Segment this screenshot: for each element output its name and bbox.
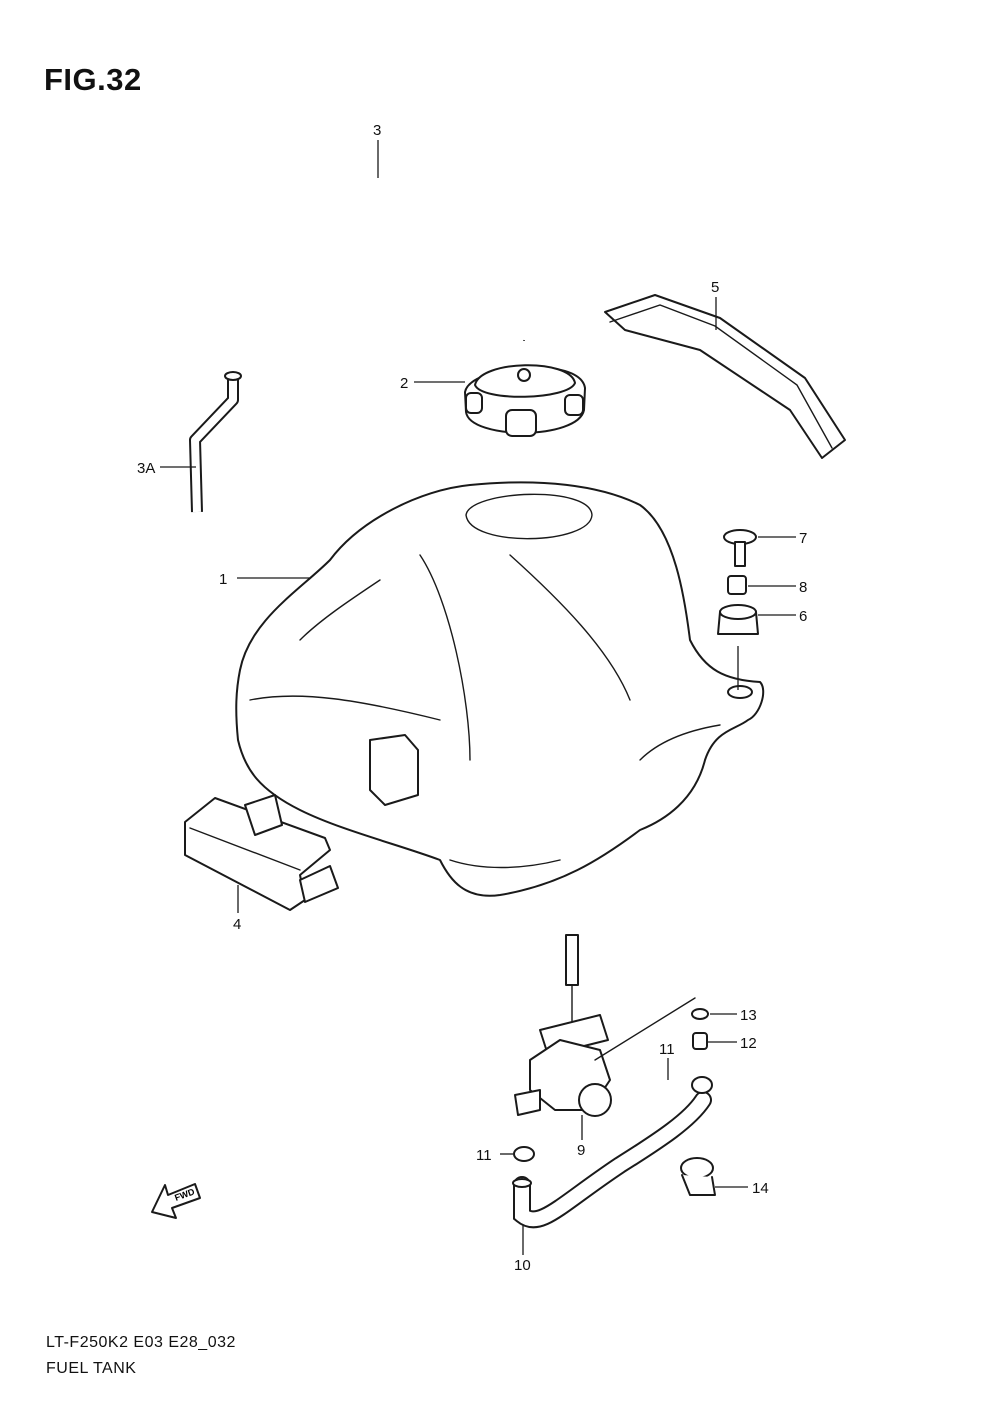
tank-bracket [184,794,339,911]
valve-bolt [692,1032,708,1050]
callout-2: 2 [400,375,408,392]
fuel-hose [512,1091,712,1229]
valve-washer [691,1008,709,1020]
callout-7: 7 [799,530,807,547]
callout-9: 9 [577,1142,585,1159]
callout-10: 10 [514,1257,531,1274]
callout-5: 5 [711,279,719,296]
model-code: LT-F250K2 E03 E28_032 [46,1334,236,1351]
callout-3a: 3A [137,460,155,477]
callout-numbers: 3 2 3A 1 5 7 8 6 4 9 10 11 11 12 13 14 [137,122,807,1274]
callout-8: 8 [799,579,807,596]
fuel-tank [235,481,765,897]
mounting-bolt [723,529,757,567]
forward-arrow-icon: FWD [151,1183,201,1219]
section-name: FUEL TANK [46,1360,137,1377]
callout-11-lower: 11 [476,1147,492,1164]
tank-strap [604,294,846,459]
callout-13: 13 [740,1007,757,1024]
callout-6: 6 [799,608,807,625]
hose-clamp [680,1157,716,1196]
callout-4: 4 [233,916,241,933]
figure-title: FIG.32 [44,62,142,97]
hose-clip [513,1076,713,1162]
callout-12: 12 [740,1035,757,1052]
breather-hose-fitting [189,371,242,513]
mounting-grommet [717,604,759,690]
callout-11-upper: 11 [659,1041,675,1058]
callout-leaders [160,140,796,1255]
callout-3: 3 [373,122,381,139]
mounting-collar [727,575,747,595]
callout-1: 1 [219,571,227,588]
fuel-valve [514,934,696,1117]
fuel-cap [464,364,586,437]
callout-14: 14 [752,1180,769,1197]
breather-hose [223,174,528,381]
